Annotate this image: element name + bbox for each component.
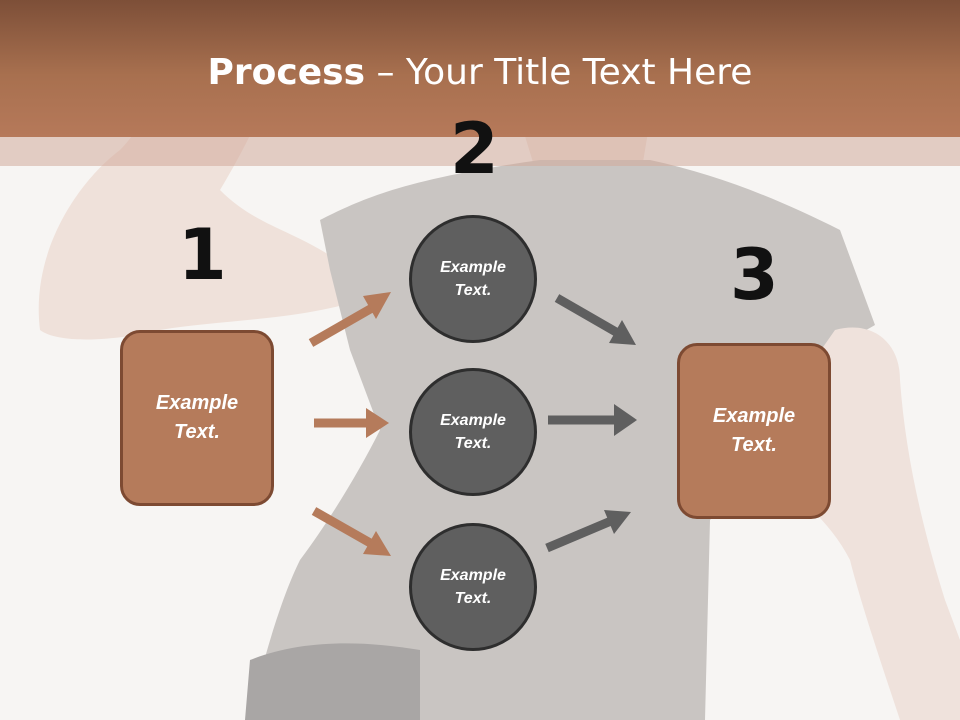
step-3-text: Example Text. [712, 405, 796, 456]
arrow-circle-1-to-3 [554, 294, 636, 345]
slide-title-bold: Process [207, 52, 366, 93]
slide-title: Process – Your Title Text Here [0, 52, 960, 93]
step-2-circle-1-text: Example Text. [440, 259, 506, 299]
title-bar [0, 0, 960, 137]
arrow-circle-2-to-3 [548, 404, 637, 436]
step-2-number: 2 [450, 108, 499, 190]
arrow-circle-3-to-3 [545, 510, 631, 553]
step-1-text: Example Text. [155, 392, 239, 443]
step-2-circle-3-text: Example Text. [440, 567, 506, 607]
step-2-circle-2-text: Example Text. [440, 412, 506, 452]
slide-title-rest: – Your Title Text Here [365, 52, 753, 93]
arrow-1-to-circle-1 [308, 292, 391, 347]
step-3-number: 3 [730, 234, 779, 316]
title-bar-strip [0, 137, 960, 166]
step-3-box: Example Text. [677, 343, 831, 519]
arrow-1-to-circle-3 [311, 507, 391, 556]
step-2-circle-1: Example Text. [409, 215, 537, 343]
step-1-box: Example Text. [120, 330, 274, 506]
step-2-circle-2: Example Text. [409, 368, 537, 496]
step-1-number: 1 [178, 214, 227, 296]
step-2-circle-3: Example Text. [409, 523, 537, 651]
arrow-1-to-circle-2 [314, 408, 389, 438]
